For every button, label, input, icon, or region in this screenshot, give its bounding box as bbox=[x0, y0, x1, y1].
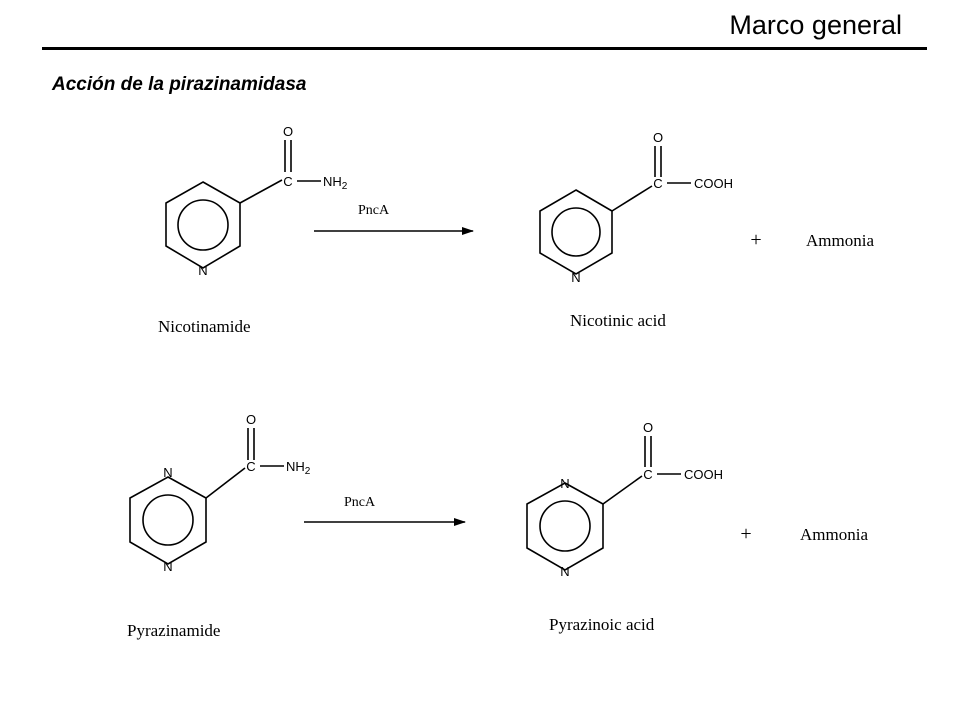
oxygen-label: O bbox=[643, 420, 653, 435]
nicotinic-acid-structure: N O C COOH bbox=[539, 130, 733, 285]
product-name-nicotinic-acid: Nicotinic acid bbox=[570, 311, 666, 330]
aromatic-circle bbox=[539, 500, 591, 552]
pyrazine-ring bbox=[526, 482, 604, 571]
nicotinamide-structure: N O C NH2 bbox=[165, 124, 348, 278]
carboxyl-group-label: COOH bbox=[694, 176, 733, 191]
amide-group-label: NH2 bbox=[323, 174, 348, 192]
ring-nitrogen-label-4: N bbox=[163, 559, 172, 574]
amide-group-label: NH2 bbox=[286, 459, 311, 477]
enzyme-label-pnca: PncA bbox=[358, 203, 390, 218]
byproduct-ammonia: Ammonia bbox=[806, 231, 874, 250]
ring-nitrogen-label: N bbox=[198, 263, 207, 278]
aromatic-circle bbox=[177, 199, 229, 251]
pyrazine-ring bbox=[129, 476, 207, 565]
pyridine-ring bbox=[165, 181, 241, 269]
carbonyl-carbon-label: C bbox=[283, 174, 292, 189]
enzyme-label-pnca: PncA bbox=[344, 495, 376, 510]
oxygen-label: O bbox=[283, 124, 293, 139]
carbonyl-carbon-label: C bbox=[246, 459, 255, 474]
reaction-1: N O C NH2 Nicotinamide PncA N O C COOH N… bbox=[158, 124, 874, 336]
plus-sign: + bbox=[750, 229, 761, 251]
ring-nitrogen-label-4: N bbox=[560, 564, 569, 579]
reaction-2: N N O C NH2 Pyrazinamide PncA N N O C CO… bbox=[127, 412, 868, 640]
ring-nitrogen-label-1: N bbox=[163, 465, 172, 480]
aromatic-circle bbox=[551, 207, 601, 257]
substrate-name-pyrazinamide: Pyrazinamide bbox=[127, 621, 220, 640]
ring-nitrogen-label: N bbox=[571, 270, 580, 285]
header-divider bbox=[42, 47, 927, 50]
aromatic-circle bbox=[142, 494, 194, 546]
oxygen-label: O bbox=[653, 130, 663, 145]
ring-nitrogen-label-1: N bbox=[560, 476, 569, 491]
plus-sign: + bbox=[740, 523, 751, 545]
pyrazinoic-acid-structure: N N O C COOH bbox=[526, 420, 723, 579]
carboxyl-group-label: COOH bbox=[684, 467, 723, 482]
pyridine-ring bbox=[539, 189, 613, 275]
pyrazinamide-structure: N N O C NH2 bbox=[129, 412, 311, 574]
substrate-name-nicotinamide: Nicotinamide bbox=[158, 317, 251, 336]
product-name-pyrazinoic-acid: Pyrazinoic acid bbox=[549, 615, 655, 634]
oxygen-label: O bbox=[246, 412, 256, 427]
carbonyl-carbon-label: C bbox=[653, 176, 662, 191]
slide-header-title: Marco general bbox=[729, 10, 902, 40]
carbonyl-carbon-label: C bbox=[643, 467, 652, 482]
slide-subtitle: Acción de la pirazinamidasa bbox=[52, 74, 307, 95]
byproduct-ammonia: Ammonia bbox=[800, 525, 868, 544]
